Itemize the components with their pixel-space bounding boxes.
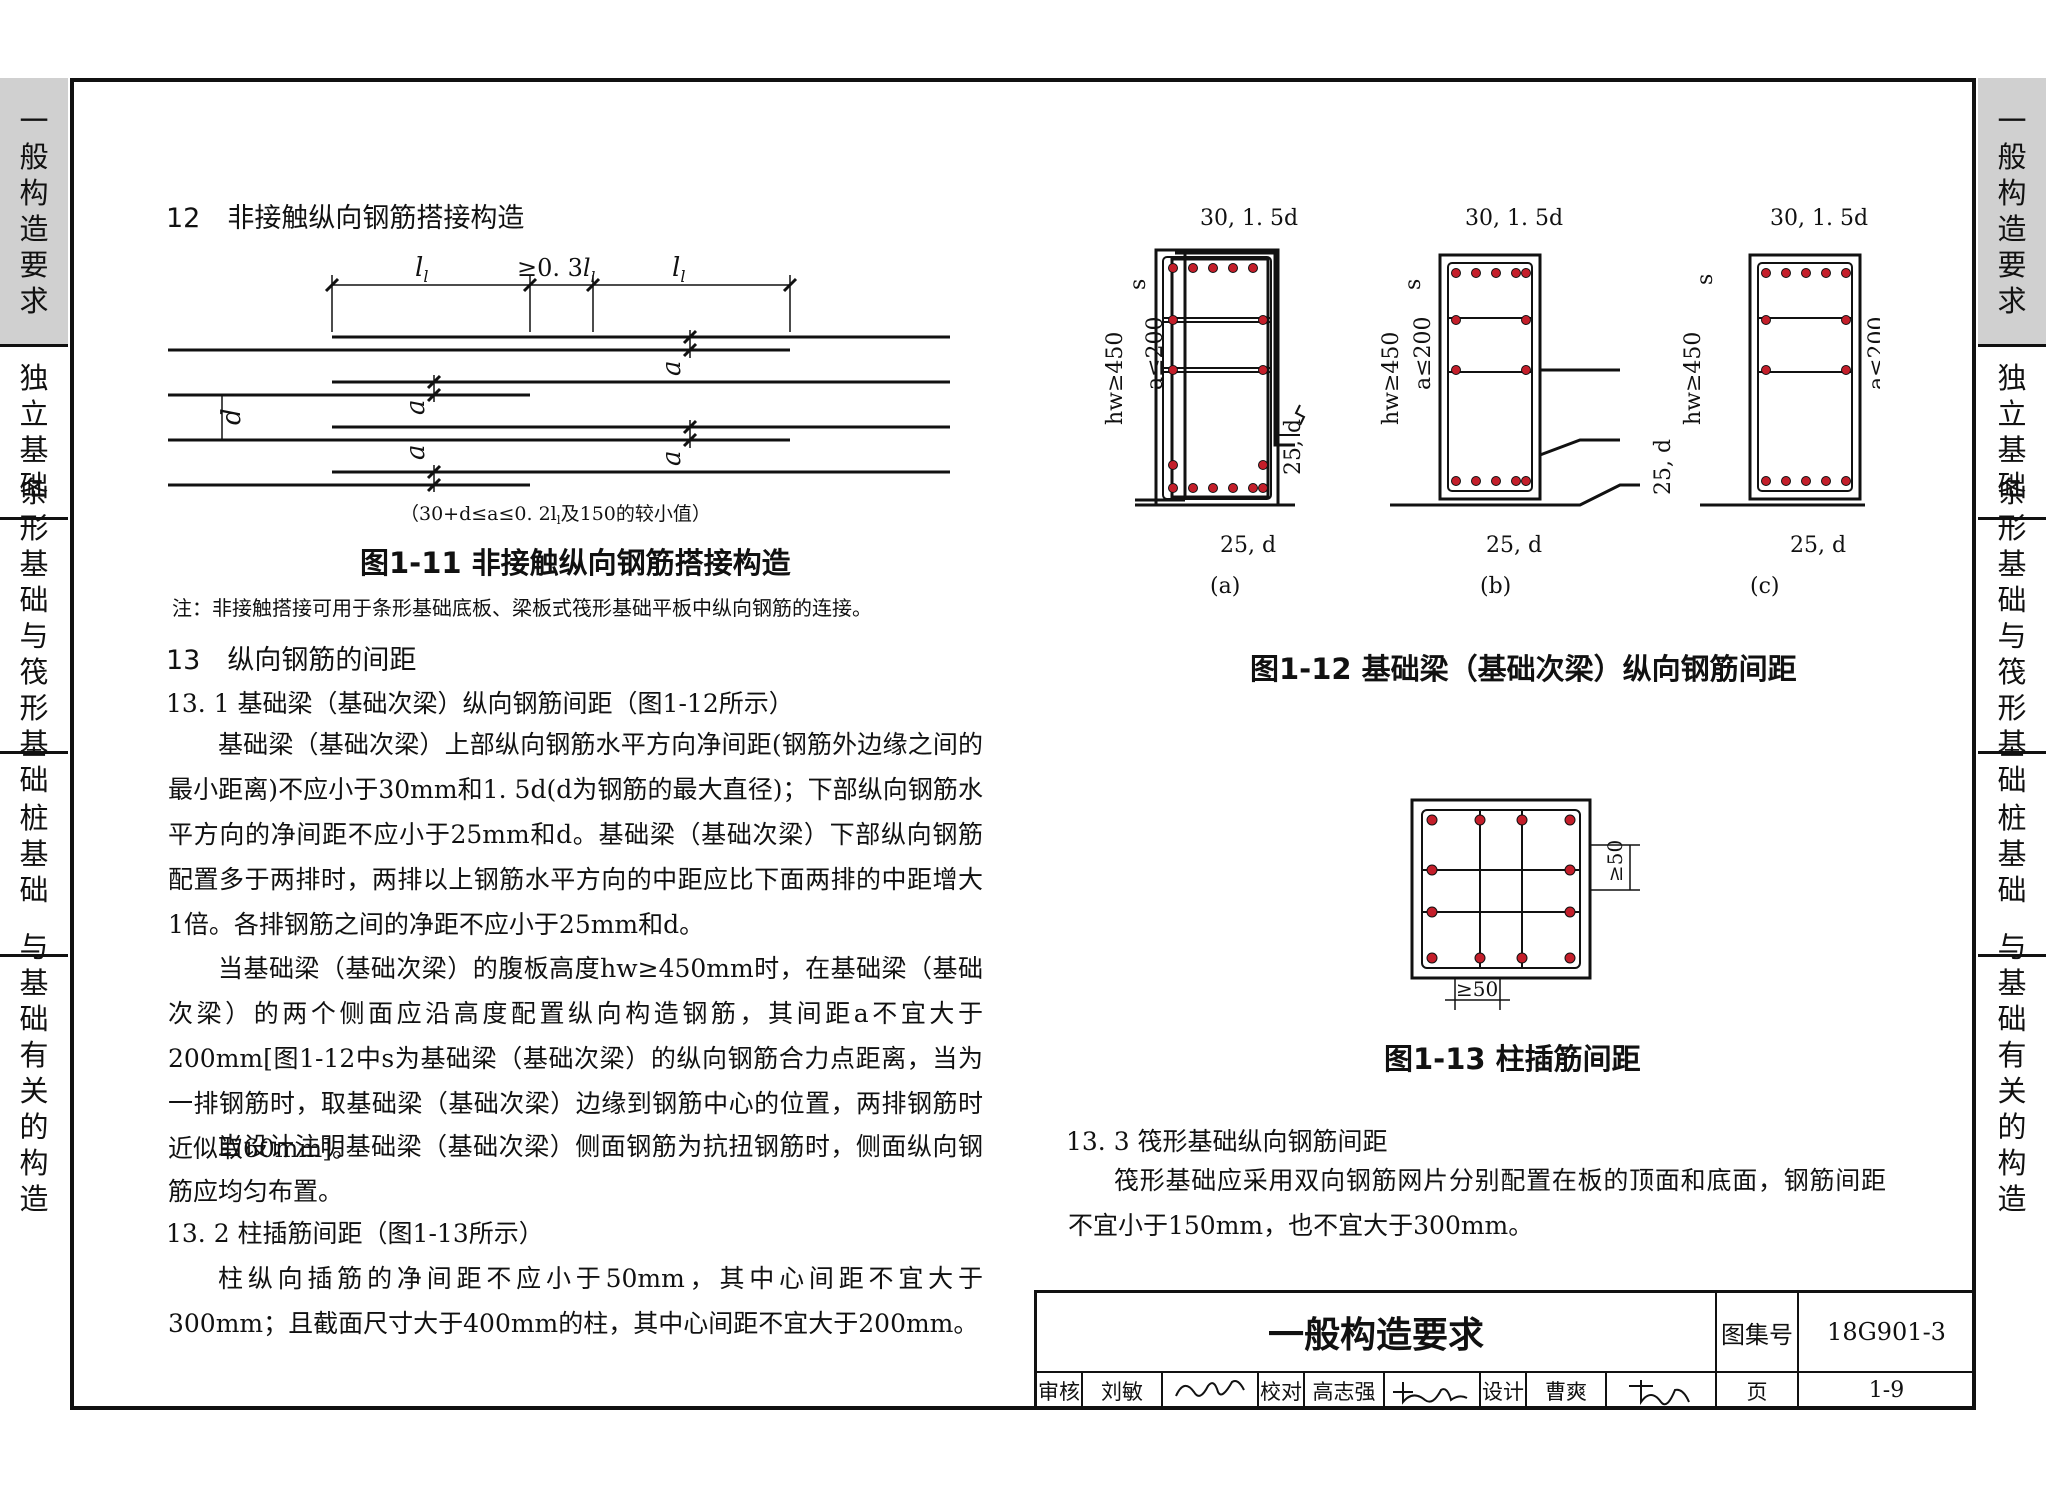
section-12-heading: 12 非接触纵向钢筋搭接构造 [166,203,525,234]
fig-1-12-beam-sections: 30, 1. 5d 30, 1. 5d 30, 1. 5d 25, d 25, … [1103,206,1880,599]
fig12-bottom-dim-a: 25, d [1220,533,1276,558]
review-label: 审核 [1037,1373,1083,1410]
fig12-side-dim-a: 25, d [1281,419,1306,475]
dim-d: d [217,408,247,425]
section-13-3-heading: 13. 3 筏形基础纵向钢筋间距 [1066,1127,1388,1156]
side-tab-label: 独立基础 [1997,361,2027,503]
section-c-bars [1761,268,1851,486]
fig12-top-dim-c: 30, 1. 5d [1770,206,1868,231]
reviewer-signature [1163,1373,1259,1410]
checker-name: 高志强 [1305,1373,1385,1410]
side-tab-general[interactable]: 一般构造要求 [1978,78,2046,344]
section-a [1135,248,1306,507]
side-tab-label: 与基础有关的构造 [19,929,49,1216]
paragraph-13-1-b: 当基础梁（基础次梁）的腹板高度hw≥450mm时，在基础梁（基础次梁）的两个侧面… [168,954,983,1163]
section-c [1700,253,1865,507]
designer-signature [1607,1373,1717,1410]
fig12-top-dim-b: 30, 1. 5d [1465,206,1563,231]
reviewer-name: 刘敏 [1083,1373,1163,1410]
dim-a: a [401,399,431,415]
fig-1-11-lap-splice-diagram: ll ≥0. 3ll ll d a a a a （30+d≤a≤0. 2ll及1… [168,253,950,527]
fig-1-12-caption: 图1-12 基础梁（基础次梁）纵向钢筋间距 [1250,652,1797,686]
fig12-bottom-dim-c: 25, d [1790,533,1846,558]
drawing-frame [70,78,1976,1410]
side-tab-pile[interactable]: 桩基础 [0,751,68,954]
fig12-label-b: (b) [1480,574,1511,599]
atlas-no: 18G901-3 [1799,1293,1976,1373]
side-tab-label: 桩基础 [1997,801,2027,907]
fig12-hw-c: hw≥450 [1681,332,1706,425]
svg-text:ll: ll [672,253,685,286]
section-b [1390,253,1640,507]
fig12-s-a: s [1126,279,1151,290]
fig-1-11-caption: 图1-11 非接触纵向钢筋搭接构造 [360,546,791,580]
design-label: 设计 [1481,1373,1527,1410]
side-tab-isolated-foundation[interactable]: 独立基础 [1978,344,2046,517]
fig12-side-dim-c: 25, d [1651,439,1676,495]
side-tab-strip-raft[interactable]: 条形基础与筏形基础 [1978,475,2046,797]
fig12-a200-c: a≤200 [1865,316,1880,390]
svg-text:（30+d≤a≤0. 2ll及150的较小值）: （30+d≤a≤0. 2ll及150的较小值） [400,503,711,527]
side-tab-label: 一般构造要求 [19,104,49,318]
fig13-dim-side: ≥50 [1603,840,1627,882]
side-tab-label: 条形基础与筏形基础 [19,474,49,797]
paragraph-13-2: 柱纵向插筋的净间距不应小于50mm，其中心间距不宜大于300mm；且截面尺寸大于… [168,1264,983,1338]
page-label: 页 [1717,1373,1799,1410]
atlas-no-label: 图集号 [1717,1293,1799,1373]
title-block: 一般构造要求 图集号 18G901-3 审核 刘敏 校对 高志强 设计 曹爽 页… [1034,1290,1976,1410]
side-tab-strip-raft[interactable]: 条形基础与筏形基础 [0,475,68,797]
range-note: （30+d≤a≤0. 2l [400,503,557,525]
section-b-bars [1451,268,1531,486]
fig12-s-c: s [1693,274,1718,285]
side-tab-isolated-foundation[interactable]: 独立基础 [0,344,68,517]
svg-text:≥0. 3ll: ≥0. 3ll [517,254,596,286]
fig12-a200-a: a≤200 [1143,316,1168,390]
dim-ll: l [415,253,423,283]
paragraph-13-3: 筏形基础应采用双向钢筋网片分别配置在板的顶面和底面，钢筋间距不宜小于150mm，… [1068,1166,1886,1240]
page-number: 1-9 [1799,1373,1976,1410]
fig-1-13-caption: 图1-13 柱插筋间距 [1384,1042,1641,1076]
fig12-s-b: s [1401,279,1426,290]
section-13-2-heading: 13. 2 柱插筋间距（图1-13所示） [166,1219,544,1248]
side-tab-general[interactable]: 一般构造要求 [0,78,68,344]
svg-text:ll: ll [415,253,428,286]
dim-a: a [401,444,431,460]
side-tab-label: 与基础有关的构造 [1997,929,2027,1216]
fig12-label-a: (a) [1210,574,1240,599]
fig12-top-dim-a: 30, 1. 5d [1200,206,1298,231]
dim-ll: l [672,253,680,283]
side-tab-label: 独立基础 [19,361,49,503]
paragraph-13-1-c: 当设计注明基础梁（基础次梁）侧面钢筋为抗扭钢筋时，侧面纵向钢筋应均匀布置。 [168,1132,983,1206]
side-tab-related[interactable]: 与基础有关的构造 [1978,930,2046,1216]
fig12-a200-b: a≤200 [1411,316,1436,390]
side-tab-label: 桩基础 [19,801,49,907]
fig12-hw-a: hw≥450 [1103,332,1128,425]
fig-1-13-column-dowel-spacing: ≥50 ≥50 [1410,798,1640,1010]
fig12-hw-b: hw≥450 [1379,332,1404,425]
section-13-1-heading: 13. 1 基础梁（基础次梁）纵向钢筋间距（图1-12所示） [166,689,794,718]
checker-signature [1385,1373,1481,1410]
fig12-bottom-dim-b: 25, d [1486,533,1542,558]
dim-ll-sub: l [680,267,685,286]
title-block-title: 一般构造要求 [1037,1293,1717,1373]
designer-name: 曹爽 [1527,1373,1607,1410]
paragraph-13-1-a: 基础梁（基础次梁）上部纵向钢筋水平方向净间距(钢筋外边缘之间的最小距离)不应小于… [168,730,983,939]
dim-ll-sub: l [423,267,428,286]
side-tab-label: 一般构造要求 [1997,104,2027,318]
side-tab-pile[interactable]: 桩基础 [1978,751,2046,954]
fig-1-11-note: 注：非接触搭接可用于条形基础底板、梁板式筏形基础平板中纵向钢筋的连接。 [172,596,872,620]
side-tab-related[interactable]: 与基础有关的构造 [0,930,68,1216]
side-tab-label: 条形基础与筏形基础 [1997,474,2027,797]
fig12-label-c: (c) [1750,574,1780,599]
fig13-dim-bottom: ≥50 [1456,977,1498,1001]
dim-gap: ≥0. 3 [517,254,583,282]
check-label: 校对 [1259,1373,1305,1410]
range-note-end: 及150的较小值） [561,503,711,525]
dim-a: a [657,450,687,466]
dim-a: a [657,360,687,376]
section-13-heading: 13 纵向钢筋的间距 [166,645,417,676]
